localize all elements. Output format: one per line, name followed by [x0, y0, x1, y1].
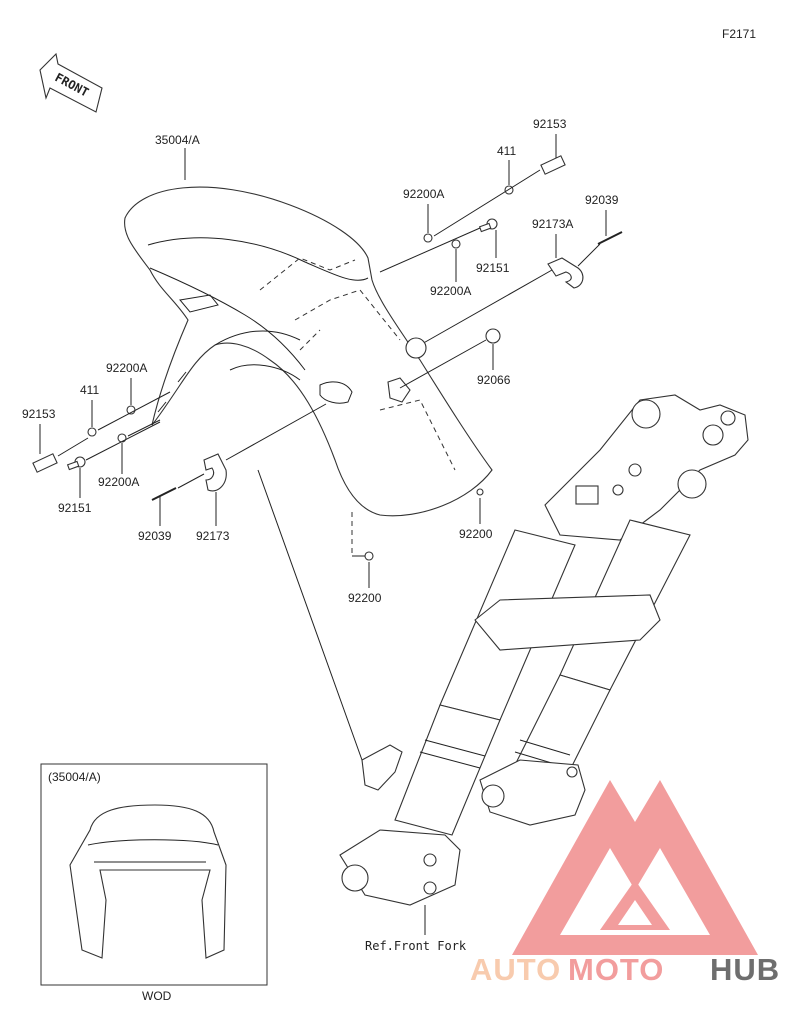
callout-washer-92200a-right-b: 92200A [430, 284, 471, 298]
front-fender [124, 186, 493, 517]
callout-pin-92039-right: 92039 [585, 193, 619, 207]
inset-title: (35004/A) [48, 770, 101, 784]
callout-washer-411-left: 411 [80, 383, 99, 397]
bolt-92153-left [32, 453, 58, 473]
grommet-92066 [485, 328, 501, 344]
clamp-92173a [547, 257, 584, 289]
callout-bolt-92151-right: 92151 [476, 261, 510, 275]
inset-wod: (35004/A) WOD [40, 763, 268, 1003]
pin-92039-left [151, 487, 177, 501]
nut-92200-right [476, 488, 484, 496]
logo-text-hub: HUB [710, 952, 780, 987]
callout-washer-92200a-left-b: 92200A [98, 475, 139, 489]
callout-fender: 35004/A [155, 133, 200, 147]
pin-92039-right [597, 231, 623, 245]
callout-clamp-92173: 92173 [196, 529, 230, 543]
grommet-seat [387, 377, 411, 403]
logo-text-moto: MOTO [568, 952, 664, 987]
callout-bolt-top-right: 92153 [533, 117, 567, 131]
bolt-92151-right [478, 218, 498, 233]
front-fork-assembly [339, 394, 749, 906]
bolt-92153-right [540, 155, 566, 175]
inset-caption: WOD [142, 989, 172, 1003]
fender-to-fork-leader [257, 469, 363, 761]
figure-id: F2171 [722, 27, 756, 41]
ref-front-fork: Ref.Front Fork [365, 939, 467, 953]
callout-bolt-92151-left: 92151 [58, 501, 92, 515]
callout-nut-92200-right: 92200 [459, 527, 493, 541]
callout-washer-92200a-right-a: 92200A [403, 187, 444, 201]
callout-clamp-92173a: 92173A [532, 217, 573, 231]
front-arrow-icon: FRONT [39, 52, 103, 113]
washer-411-left [87, 427, 97, 437]
automotohub-logo: AUTO MOTO HUB [470, 780, 780, 987]
washer-92200a-right-b [451, 239, 461, 249]
callout-washer-92200a-left-a: 92200A [106, 361, 147, 375]
callout-pin-92039-left: 92039 [138, 529, 172, 543]
nut-92200-bottom [364, 551, 374, 561]
washer-92200a-right-a [423, 233, 433, 243]
washer-92200a-left-b [117, 433, 127, 443]
callout-bolt-92153-left: 92153 [22, 407, 56, 421]
callout-nut-92200-bottom: 92200 [348, 591, 382, 605]
clamp-point-fender [405, 337, 427, 359]
callout-washer-411-right: 411 [497, 144, 516, 158]
clamp-92173 [203, 453, 227, 492]
bolt-92151-left [66, 456, 86, 471]
callout-grommet-92066: 92066 [477, 373, 511, 387]
logo-text-auto: AUTO [470, 952, 561, 987]
